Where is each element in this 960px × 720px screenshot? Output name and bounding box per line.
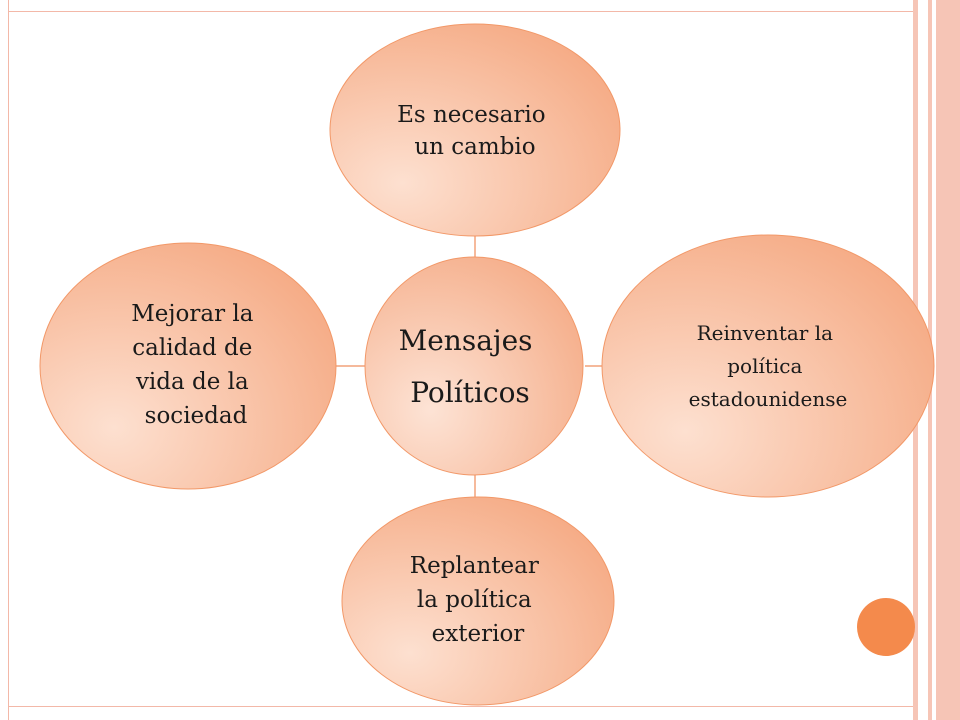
- node-bottom-text: Replantear la política exterior: [410, 553, 546, 647]
- edge-stripe: [936, 0, 960, 720]
- frame-line-top: [8, 11, 913, 12]
- node-right-text: Reinventar la política estadounidense: [689, 321, 848, 411]
- node-left: Mejorar la calidad de vida de la socieda…: [39, 242, 337, 490]
- frame-line-left: [8, 0, 9, 720]
- node-center: Mensajes Políticos: [364, 256, 584, 476]
- node-top: Es necesario un cambio: [329, 23, 621, 237]
- frame-line-bottom: [8, 706, 913, 707]
- accent-circle: [857, 598, 915, 656]
- connectors: [334, 236, 602, 500]
- node-top-text: Es necesario un cambio: [397, 102, 553, 160]
- node-left-text: Mejorar la calidad de vida de la socieda…: [131, 301, 261, 429]
- center-text: Mensajes Políticos: [399, 324, 542, 409]
- node-right: Reinventar la política estadounidense: [601, 234, 935, 498]
- node-bottom: Replantear la política exterior: [341, 496, 615, 706]
